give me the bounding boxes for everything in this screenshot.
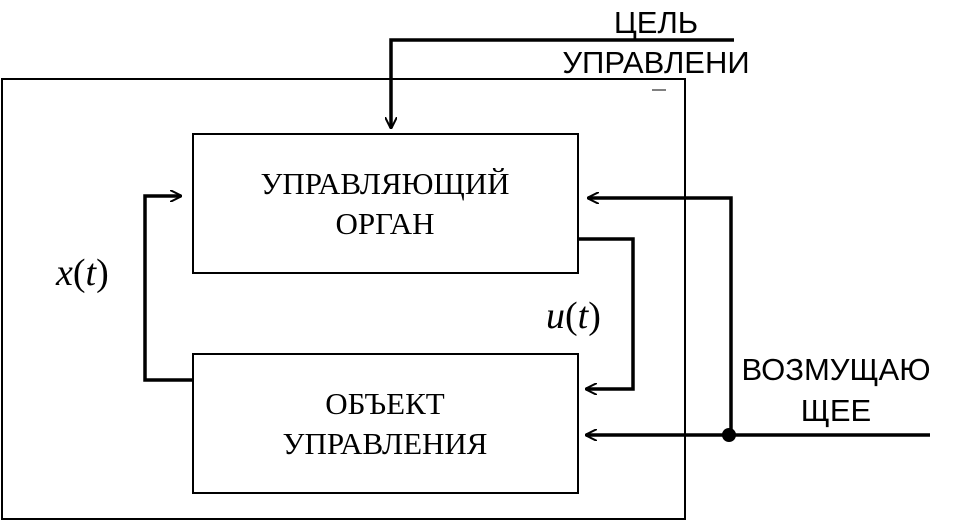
goal-label-line2: УПРАВЛЕНИ xyxy=(562,45,749,80)
junction-dot xyxy=(722,428,736,442)
object-label-line1: ОБЪЕКТ xyxy=(325,386,445,421)
disturbance-label-line1: ВОЗМУЩАЮ xyxy=(741,352,930,387)
state-signal-label: x(t) xyxy=(55,252,109,294)
disturbance-label-line2: ЩЕЕ xyxy=(801,393,871,428)
goal-input-arrow xyxy=(391,38,734,128)
system-boundary xyxy=(1,78,686,520)
controller-block: УПРАВЛЯЮЩИЙ ОРГАН xyxy=(192,133,579,274)
disturbance-input-arrow xyxy=(586,198,930,442)
control-signal-arrow xyxy=(578,237,635,389)
feedback-arrow xyxy=(143,196,193,382)
goal-label-line1: ЦЕЛЬ xyxy=(614,5,698,40)
object-block: ОБЪЕКТ УПРАВЛЕНИЯ xyxy=(192,353,579,494)
control-signal-label: u(t) xyxy=(546,295,601,337)
object-label-line2: УПРАВЛЕНИЯ xyxy=(283,426,488,461)
controller-label-line1: УПРАВЛЯЮЩИЙ xyxy=(260,166,509,201)
controller-label-line2: ОРГАН xyxy=(336,206,435,241)
